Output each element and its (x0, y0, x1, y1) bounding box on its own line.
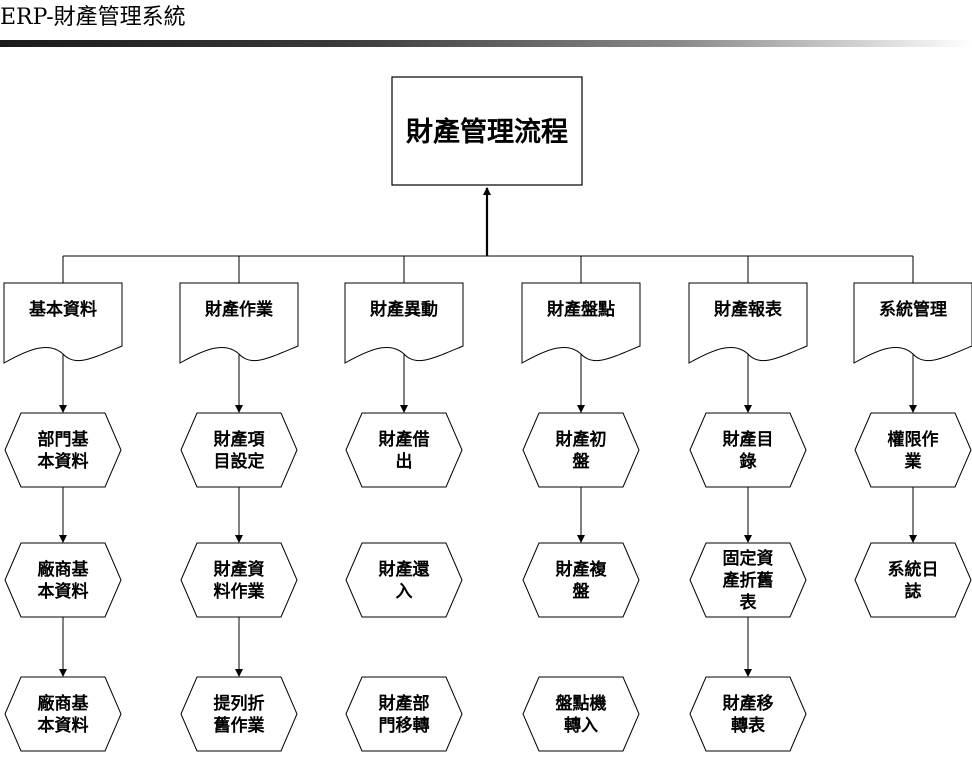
category-node (521, 282, 641, 364)
category-label: 基本資料 (28, 299, 97, 320)
process-node (522, 412, 640, 488)
process-label: 財產移 (722, 693, 774, 714)
process-label: 系統日 (888, 559, 939, 580)
process-node (689, 542, 807, 618)
process-label: 錄 (740, 451, 757, 472)
process-label: 固定資 (723, 548, 774, 569)
process-label: 廠商基 (38, 693, 90, 714)
category-node (3, 282, 123, 364)
category-node (853, 282, 972, 364)
process-node (180, 412, 298, 488)
process-label: 產折舊 (723, 570, 774, 591)
process-label: 盤 (573, 581, 591, 602)
category-label: 財產盤點 (546, 299, 615, 320)
process-label: 入 (396, 582, 413, 602)
process-node (689, 412, 807, 488)
process-node (854, 412, 972, 488)
process-label: 權限作 (888, 429, 939, 450)
process-label: 財產借 (378, 429, 430, 450)
process-node (689, 676, 807, 752)
process-node (180, 542, 298, 618)
process-label: 轉表 (731, 715, 766, 736)
category-label: 財產異動 (369, 299, 438, 320)
process-node (4, 676, 122, 752)
process-node (4, 542, 122, 618)
process-label: 財產初 (555, 429, 607, 450)
process-label: 出 (396, 451, 413, 472)
process-label: 料作業 (214, 581, 265, 602)
process-label: 誌 (905, 581, 922, 602)
process-label: 本資料 (38, 715, 89, 736)
process-node (180, 676, 298, 752)
process-node (345, 412, 463, 488)
page-title: ERP-財產管理系統 (0, 5, 186, 30)
process-node (522, 542, 640, 618)
category-label: 財產作業 (204, 299, 273, 320)
category-label: 系統管理 (879, 299, 947, 320)
process-label: 財產部 (378, 693, 430, 714)
process-label: 業 (905, 451, 922, 472)
connectors (59, 187, 917, 677)
category-node (688, 282, 808, 364)
process-label: 盤點機 (556, 693, 607, 714)
process-node (522, 676, 640, 752)
process-label: 本資料 (38, 451, 89, 472)
process-node (345, 542, 463, 618)
process-label: 目設定 (214, 451, 265, 472)
process-label: 部門基 (38, 429, 90, 450)
category-node (344, 282, 464, 364)
title-underline (0, 40, 972, 47)
process-label: 轉入 (564, 715, 598, 736)
process-label: 廠商基 (38, 559, 90, 580)
category-node (179, 282, 299, 364)
nodes: 財產管理流程 基本資料部門基本資料廠商基本資料廠商基本資料財產作業財產項目設定財… (3, 76, 972, 752)
category-label: 財產報表 (713, 299, 783, 320)
process-node (345, 676, 463, 752)
root-node-box (391, 76, 583, 186)
process-node (854, 542, 972, 618)
process-label: 盤 (573, 451, 591, 472)
process-label: 財產複 (555, 559, 608, 580)
process-label: 財產還 (378, 559, 431, 580)
process-label: 提列折 (214, 693, 265, 714)
root-node-label: 財產管理流程 (406, 116, 568, 148)
process-label: 門移轉 (379, 715, 430, 736)
process-label: 舊作業 (214, 715, 265, 736)
process-label: 財產目 (722, 429, 774, 450)
process-node (4, 412, 122, 488)
process-label: 表 (740, 592, 758, 613)
process-label: 財產項 (213, 429, 266, 450)
process-label: 本資料 (38, 581, 89, 602)
process-label: 財產資 (213, 559, 265, 580)
